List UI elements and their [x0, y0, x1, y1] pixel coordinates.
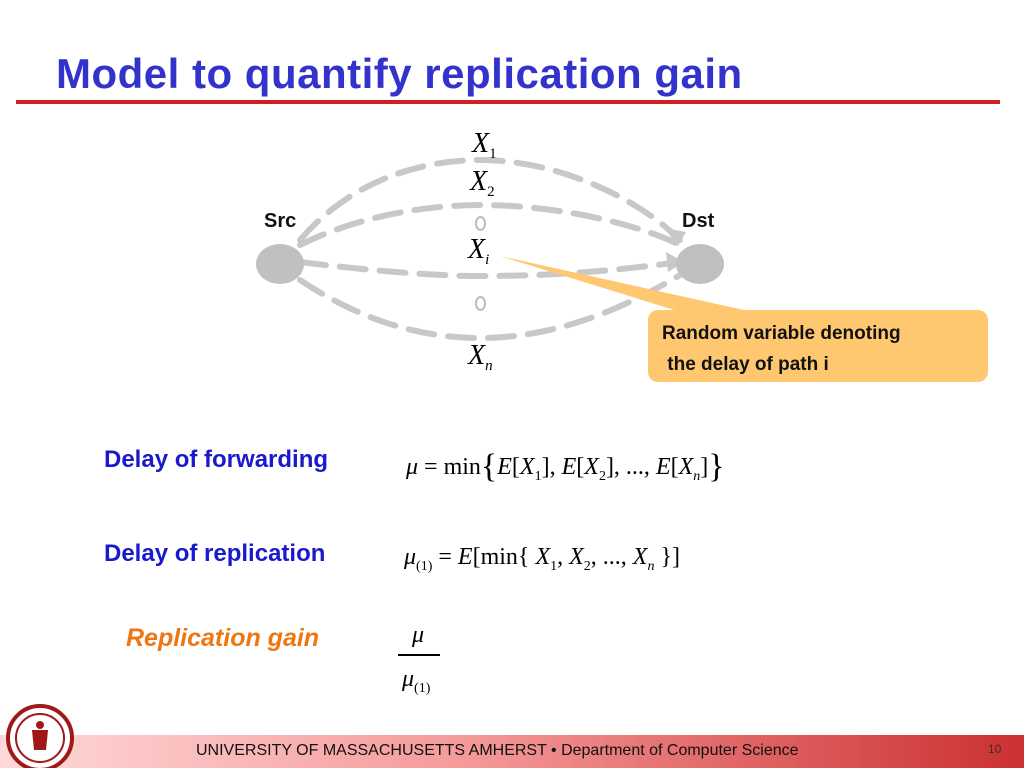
callout-line-1: Random variable denoting [662, 323, 901, 344]
callout-box: Random variable denoting the delay of pa… [648, 310, 988, 382]
path-var-1: X1 [472, 128, 497, 162]
ellipsis-dot-upper [475, 216, 486, 231]
replication-formula: μ(1) = E[min{ X1, X2, ..., Xn }] [404, 544, 680, 574]
gain-label: Replication gain [126, 624, 320, 652]
forwarding-formula: μ = min{E[X1], E[X2], ..., E[Xn]} [406, 448, 725, 485]
path-2-line [297, 201, 683, 248]
page-number: 10 [988, 742, 1002, 756]
footer-text: UNIVERSITY OF MASSACHUSETTS AMHERST • De… [196, 742, 799, 759]
fraction-bar [398, 654, 440, 656]
page-title: Model to quantify replication gain [56, 50, 743, 97]
gain-denominator: μ(1) [402, 666, 431, 696]
path-var-n: Xn [468, 340, 493, 374]
path-i-arrowhead [666, 252, 684, 272]
umass-seal-icon [6, 704, 74, 768]
path-i-line [297, 259, 683, 280]
replication-label: Delay of replication [104, 540, 326, 567]
callout-line-2: the delay of path i [662, 354, 829, 375]
dst-label: Dst [682, 210, 715, 232]
gain-numerator: μ [412, 622, 425, 648]
path-var-2: X2 [470, 166, 495, 200]
path-1-line [297, 156, 683, 243]
src-node [256, 244, 304, 284]
path-diagram [256, 156, 780, 342]
path-1-arrowhead [664, 228, 686, 246]
callout-pointer [500, 256, 780, 318]
path-var-i: Xi [468, 234, 490, 268]
path-n-line [297, 272, 683, 342]
ellipsis-dot-lower [475, 296, 486, 311]
footer-bar [0, 735, 1024, 768]
src-label: Src [264, 210, 297, 232]
forwarding-label: Delay of forwarding [104, 446, 329, 473]
title-rule [16, 100, 1000, 104]
dst-node [676, 244, 724, 284]
